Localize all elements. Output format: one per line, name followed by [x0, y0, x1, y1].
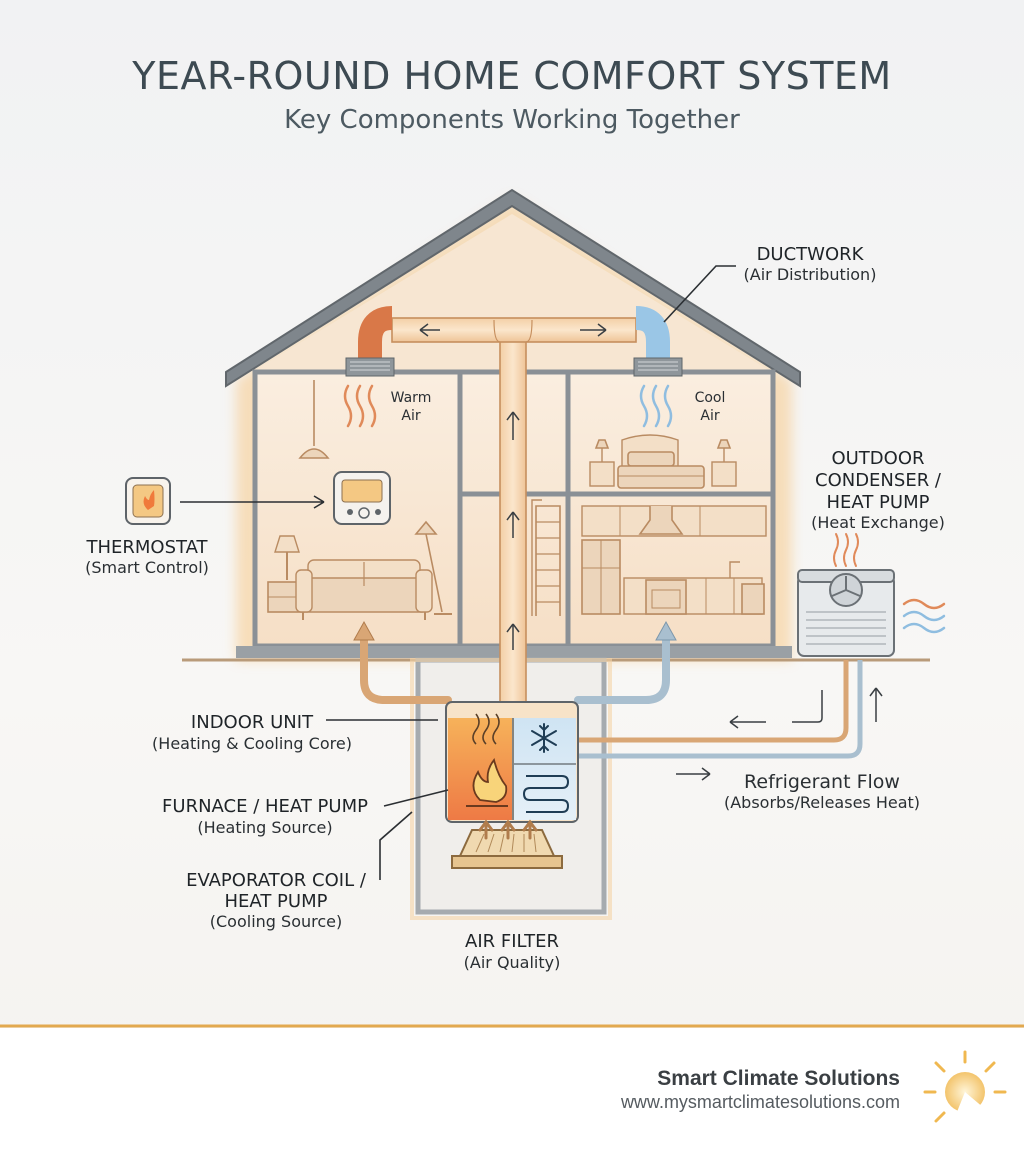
warm-air-waves — [343, 384, 377, 428]
page-subtitle: Key Components Working Together — [284, 105, 740, 135]
evaporator-leader — [379, 811, 413, 880]
furnace-label: FURNACE / HEAT PUMP — [162, 796, 368, 817]
living-room — [267, 380, 452, 620]
outdoor-label-1: OUTDOOR — [831, 448, 924, 469]
outdoor-label-3: HEAT PUMP — [827, 492, 930, 513]
thermostat-label: THERMOSTAT — [85, 537, 208, 558]
cool-air-waves — [639, 384, 673, 428]
air-filter — [451, 819, 563, 869]
refrigerant-desc: (Absorbs/Releases Heat) — [724, 793, 920, 812]
air-filter-desc: (Air Quality) — [464, 953, 561, 972]
sun-logo-icon — [923, 1050, 1010, 1154]
ductwork-desc: (Air Distribution) — [744, 265, 877, 284]
kitchen — [581, 505, 767, 615]
indoor-unit-label: INDOOR UNIT — [191, 712, 314, 733]
evaporator-desc: (Cooling Source) — [210, 912, 342, 931]
thermostat-desc: (Smart Control) — [85, 558, 209, 577]
stairway — [531, 499, 561, 616]
wall-thermostat — [333, 471, 391, 525]
warm-air-label-2: Air — [401, 408, 420, 424]
indoor-unit-desc: (Heating & Cooling Core) — [152, 734, 352, 753]
ductwork-trunk — [345, 306, 683, 707]
indoor-unit — [445, 701, 579, 823]
outdoor-unit — [797, 533, 946, 657]
brand-name: Smart Climate Solutions — [657, 1067, 900, 1090]
page-title: YEAR-ROUND HOME COMFORT SYSTEM — [131, 54, 891, 98]
outdoor-label-2: CONDENSER / — [815, 470, 942, 491]
warm-air-label-1: Warm — [391, 390, 432, 406]
footer-band — [0, 1028, 1024, 1154]
refrigerant-lines — [578, 660, 883, 781]
refrigerant-label: Refrigerant Flow — [744, 771, 900, 793]
thermostat-arrow — [180, 495, 325, 509]
cool-air-label-2: Air — [700, 408, 719, 424]
evaporator-label-1: EVAPORATOR COIL / — [186, 870, 367, 891]
brand-url: www.mysmartclimatesolutions.com — [620, 1092, 900, 1112]
evaporator-label-2: HEAT PUMP — [225, 891, 328, 912]
furnace-desc: (Heating Source) — [197, 818, 332, 837]
ductwork-label: DUCTWORK — [757, 244, 865, 265]
cool-air-label-1: Cool — [695, 390, 726, 406]
thermostat-icon — [125, 477, 171, 525]
ductwork-leader — [663, 265, 736, 323]
outdoor-desc: (Heat Exchange) — [811, 513, 945, 532]
supply-pipes — [353, 620, 677, 704]
bedroom — [589, 434, 737, 489]
furnace-leader — [383, 789, 449, 807]
air-filter-label: AIR FILTER — [465, 931, 559, 952]
